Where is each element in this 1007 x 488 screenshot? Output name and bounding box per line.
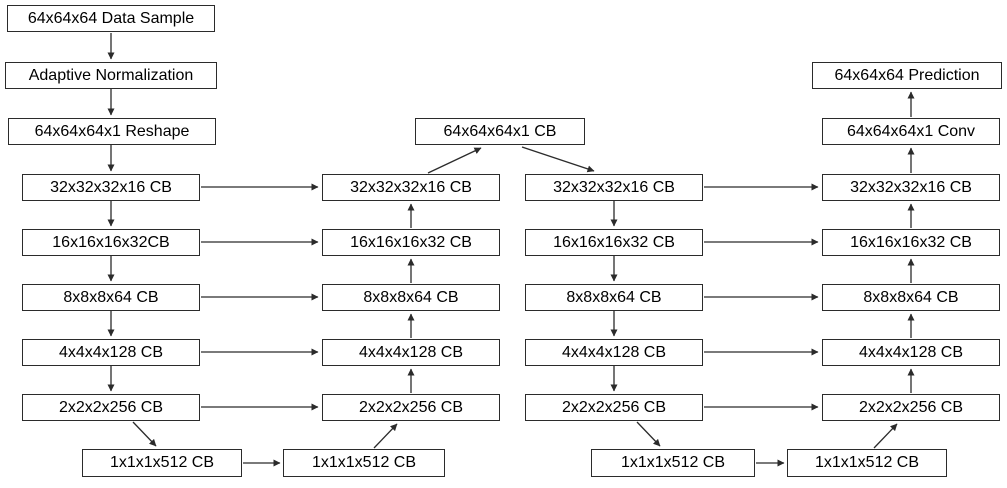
node-data-sample: 64x64x64 Data Sample xyxy=(7,5,215,32)
node-enc2-cb4: 4x4x4x128 CB xyxy=(525,339,703,366)
node-dec1-cb1: 1x1x1x512 CB xyxy=(283,449,445,477)
node-dec1-cb4: 4x4x4x128 CB xyxy=(322,339,500,366)
node-dec1-cb16: 16x16x16x32 CB xyxy=(322,229,500,256)
encoder1-down-arrows xyxy=(107,33,157,447)
node-reshape: 64x64x64x1 Reshape xyxy=(8,118,216,145)
node-enc1-cb16: 16x16x16x32CB xyxy=(22,229,200,256)
decoder1-up-arrows xyxy=(373,147,482,449)
node-dec2-cb16: 16x16x16x32 CB xyxy=(822,229,1000,256)
bridge-arrow xyxy=(521,146,595,173)
node-adaptive-normalization: Adaptive Normalization xyxy=(5,62,217,89)
node-dec1-cb8: 8x8x8x64 CB xyxy=(322,284,500,311)
node-dec2-cb2: 2x2x2x256 CB xyxy=(822,394,1000,421)
node-enc2-cb32: 32x32x32x16 CB xyxy=(525,174,703,201)
decoder2-up-arrows xyxy=(873,91,915,449)
node-dec2-cb1: 1x1x1x512 CB xyxy=(787,449,947,477)
node-prediction: 64x64x64 Prediction xyxy=(812,62,1002,89)
node-enc1-cb8: 8x8x8x64 CB xyxy=(22,284,200,311)
node-dec1-cb64: 64x64x64x1 CB xyxy=(415,118,585,145)
skip2-arrows xyxy=(704,183,819,467)
node-conv: 64x64x64x1 Conv xyxy=(822,118,1000,145)
node-enc2-cb16: 16x16x16x32 CB xyxy=(525,229,703,256)
encoder2-down-arrows xyxy=(610,201,661,447)
node-dec2-cb4: 4x4x4x128 CB xyxy=(822,339,1000,366)
node-enc2-cb1: 1x1x1x512 CB xyxy=(591,449,755,477)
node-dec2-cb8: 8x8x8x64 CB xyxy=(822,284,1000,311)
node-dec1-cb2: 2x2x2x256 CB xyxy=(322,394,500,421)
node-enc1-cb32: 32x32x32x16 CB xyxy=(22,174,200,201)
node-dec1-cb32: 32x32x32x16 CB xyxy=(322,174,500,201)
node-enc2-cb2: 2x2x2x256 CB xyxy=(525,394,703,421)
node-enc1-cb2: 2x2x2x256 CB xyxy=(22,394,200,421)
skip1-arrows xyxy=(201,183,319,467)
node-enc1-cb1: 1x1x1x512 CB xyxy=(82,449,242,477)
node-dec2-cb32: 32x32x32x16 CB xyxy=(822,174,1000,201)
node-enc2-cb8: 8x8x8x64 CB xyxy=(525,284,703,311)
node-enc1-cb4: 4x4x4x128 CB xyxy=(22,339,200,366)
